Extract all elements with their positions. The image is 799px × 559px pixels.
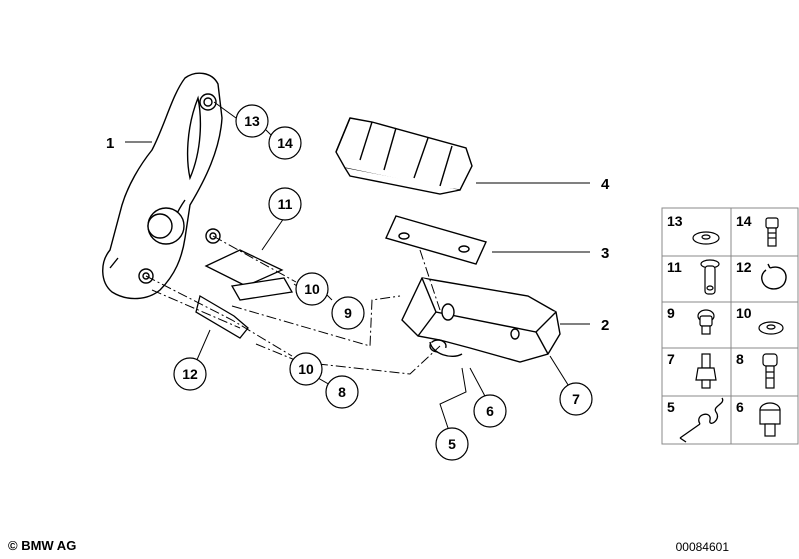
legend-cell-14[interactable]: 14 <box>736 213 779 247</box>
svg-text:14: 14 <box>277 135 293 151</box>
svg-text:6: 6 <box>486 403 494 419</box>
svg-text:1: 1 <box>106 135 114 152</box>
svg-text:3: 3 <box>601 245 609 262</box>
callout-13[interactable]: 13 <box>235 104 269 138</box>
leader-lines <box>125 101 590 429</box>
plate-part-3[interactable] <box>385 215 487 265</box>
footpeg-rubber-part-4[interactable] <box>335 117 473 195</box>
diagram-number: 00084601 <box>675 540 729 554</box>
callout-10-lower[interactable]: 10 <box>289 352 323 386</box>
svg-text:8: 8 <box>338 384 346 400</box>
svg-text:13: 13 <box>244 113 260 129</box>
screw-icon <box>759 402 781 437</box>
washer-icon <box>758 321 784 335</box>
callout-11[interactable]: 11 <box>268 187 302 221</box>
svg-text:4: 4 <box>601 176 610 193</box>
legend-cell-12[interactable]: 12 <box>736 259 787 290</box>
svg-text:10: 10 <box>298 361 314 377</box>
callout-3: 3 <box>601 245 609 262</box>
legend-cell-7[interactable]: 7 <box>667 351 717 389</box>
svg-text:2: 2 <box>601 317 609 334</box>
legend-cell-6[interactable]: 6 <box>736 399 781 437</box>
svg-text:5: 5 <box>667 399 675 415</box>
legend-cell-5[interactable]: 5 <box>667 397 724 443</box>
pin-icon <box>700 259 720 295</box>
legend-cell-8[interactable]: 8 <box>736 351 778 389</box>
legend-cell-10[interactable]: 10 <box>736 305 784 335</box>
stud-icon <box>695 353 717 389</box>
copyright-notice: © BMW AG <box>8 538 77 553</box>
callout-14[interactable]: 14 <box>268 126 302 160</box>
svg-text:11: 11 <box>278 196 293 212</box>
svg-text:14: 14 <box>736 213 752 229</box>
callout-1: 1 <box>106 135 114 152</box>
legend-cell-13[interactable]: 13 <box>667 213 720 245</box>
callout-12[interactable]: 12 <box>173 357 207 391</box>
svg-text:8: 8 <box>736 351 744 367</box>
mount-plate[interactable] <box>195 249 294 339</box>
circlip-icon <box>761 263 787 290</box>
footrest-part-2[interactable] <box>401 277 561 363</box>
screw-icon <box>697 309 715 335</box>
screw-icon <box>765 217 779 247</box>
callout-4: 4 <box>601 176 610 193</box>
svg-text:7: 7 <box>667 351 675 367</box>
svg-text:9: 9 <box>344 305 352 321</box>
svg-text:6: 6 <box>736 399 744 415</box>
callout-2: 2 <box>601 317 609 334</box>
legend-cell-11[interactable]: 11 <box>667 259 720 295</box>
legend-cell-9[interactable]: 9 <box>667 305 715 335</box>
screw-icon <box>762 353 778 389</box>
construction-lines <box>145 235 441 375</box>
washer-icon <box>692 231 720 245</box>
svg-text:7: 7 <box>572 391 580 407</box>
bracket-part-1[interactable] <box>102 72 223 300</box>
svg-text:10: 10 <box>736 305 752 321</box>
svg-text:5: 5 <box>448 436 456 452</box>
svg-text:9: 9 <box>667 305 675 321</box>
spring-icon <box>679 397 724 443</box>
callout-5[interactable]: 5 <box>435 427 469 461</box>
callout-9[interactable]: 9 <box>331 296 365 330</box>
callout-10-upper[interactable]: 10 <box>295 272 329 306</box>
svg-text:13: 13 <box>667 213 683 229</box>
svg-text:12: 12 <box>182 366 198 382</box>
callout-8[interactable]: 8 <box>325 375 359 409</box>
callout-6[interactable]: 6 <box>473 394 507 428</box>
callout-7[interactable]: 7 <box>559 382 593 416</box>
svg-text:10: 10 <box>304 281 320 297</box>
svg-text:11: 11 <box>667 259 682 275</box>
svg-text:12: 12 <box>736 259 752 275</box>
